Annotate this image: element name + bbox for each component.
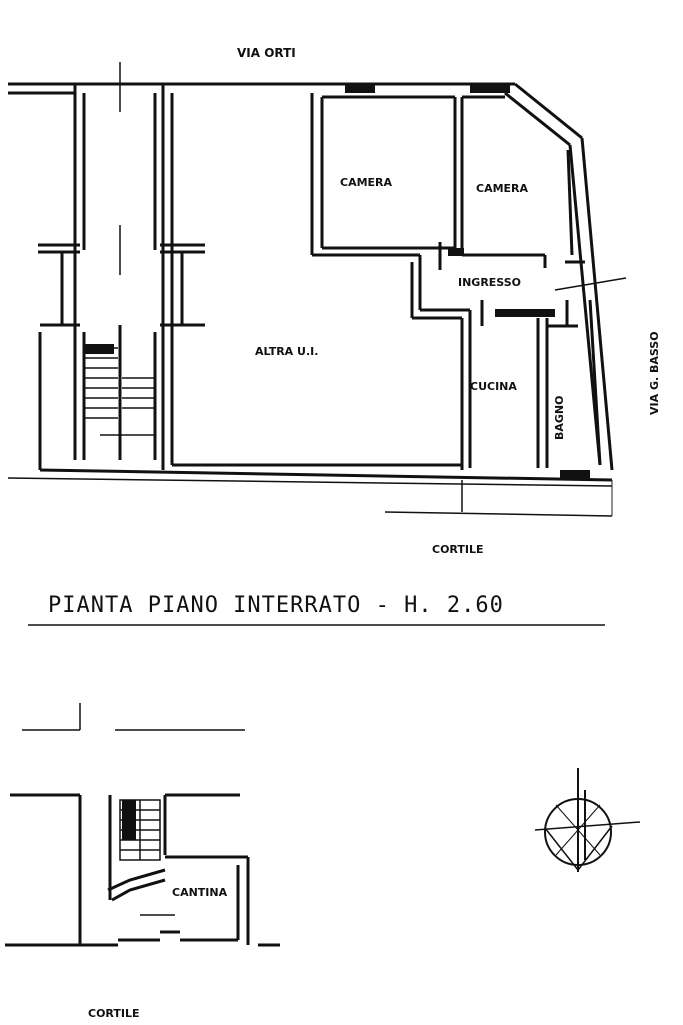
room-label-cucina: CUCINA <box>470 380 517 393</box>
room-camera-right: CAMERA <box>448 95 574 257</box>
room-label-bagno: BAGNO <box>553 396 566 440</box>
room-label-cantina: CANTINA <box>172 886 228 899</box>
street-label-via-orti: VIA ORTI <box>237 46 296 60</box>
room-bagno: BAGNO <box>547 299 602 466</box>
room-label-camera-right: CAMERA <box>476 182 529 195</box>
street-label-via-g-basso: VIA G. BASSO <box>648 331 661 415</box>
left-stair-block <box>38 62 205 470</box>
room-cucina: CUCINA <box>468 310 549 468</box>
courtyard-edge <box>384 480 613 517</box>
room-ingresso: INGRESSO <box>410 242 627 326</box>
room-label-ingresso: INGRESSO <box>458 276 521 289</box>
courtyard-label-top: CORTILE <box>432 543 484 556</box>
room-label-altra-ui: ALTRA U.I. <box>255 345 318 358</box>
stair-treads <box>84 344 155 436</box>
top-floor-plan: VIA ORTI <box>7 46 661 556</box>
room-camera-left: CAMERA <box>310 93 457 257</box>
room-altra-ui: ALTRA U.I. <box>172 318 464 470</box>
room-label-camera-left: CAMERA <box>340 176 393 189</box>
bottom-floor-plan: CANTINA CORTILE <box>5 703 280 1020</box>
north-arrow-icon <box>534 768 641 872</box>
cantina-stair <box>107 799 166 902</box>
plan-title: PIANTA PIANO INTERRATO - H. 2.60 <box>48 593 504 618</box>
courtyard-label-bottom: CORTILE <box>88 1007 140 1020</box>
outer-walls <box>7 82 614 487</box>
